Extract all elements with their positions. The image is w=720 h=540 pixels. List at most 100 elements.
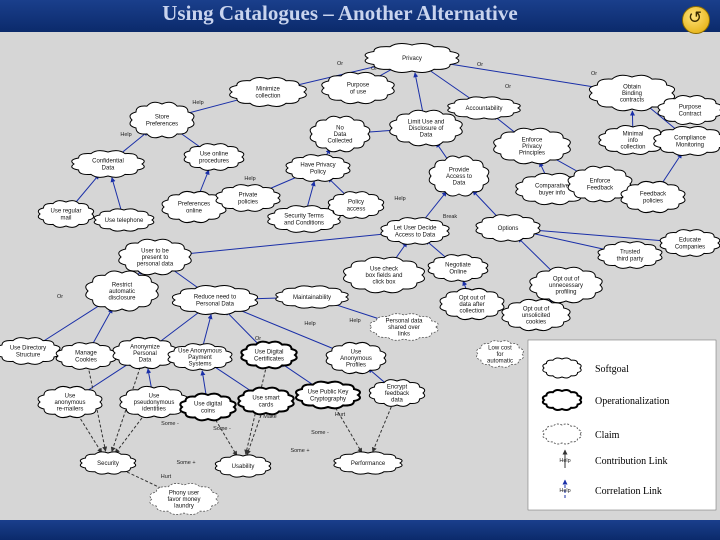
legend-label: Contribution Link (595, 456, 668, 467)
softgoal-shape (620, 180, 686, 214)
softgoal-shape (653, 126, 720, 156)
contribution-link-sample-label: Help (559, 458, 570, 464)
softgoal-symbol (542, 357, 582, 379)
softgoal-shape (309, 115, 371, 153)
softgoal-shape (267, 205, 341, 233)
edge-label: Or (337, 61, 343, 67)
edge-label: Hurt (161, 474, 172, 480)
node-label: Performance (351, 461, 386, 467)
softgoal-shape (597, 241, 663, 269)
node-label: Security (97, 461, 119, 467)
legend-item-operationalization: Operationalization (541, 388, 669, 412)
softgoal-shape (327, 191, 385, 219)
undo-arrow-icon[interactable]: ↺ (682, 6, 710, 34)
softgoal-shape (501, 298, 571, 332)
node-label: Accountability (465, 106, 502, 112)
softgoal-shape (214, 454, 272, 478)
softgoal-shape (428, 155, 490, 197)
node-performance: Performance (333, 451, 403, 475)
node-usability: Usability (214, 454, 272, 478)
softgoal-shape (659, 229, 720, 257)
edge-label: Help (192, 100, 203, 106)
softgoal-shape (93, 208, 155, 232)
node-privacy: Privacy (364, 43, 460, 73)
edge-label: Help (244, 176, 255, 182)
softgoal-shape (567, 165, 633, 203)
edge-label: Or (505, 84, 511, 90)
undo-arrow-glyph: ↺ (688, 8, 703, 28)
edge-label: Some - (311, 430, 329, 436)
node-label: Maintainability (293, 295, 331, 301)
correlation-link (207, 406, 238, 457)
edge-label: Help (120, 132, 131, 138)
softgoal-shape (389, 109, 463, 147)
edge-label: Help (394, 196, 405, 202)
node-options: Options (475, 214, 541, 242)
legend-label: Softgoal (595, 364, 629, 375)
softgoal-shape (598, 125, 668, 155)
edge-label: Some + (290, 448, 309, 454)
softgoal-shape (118, 238, 192, 276)
softgoal-shape (368, 379, 426, 407)
claim-symbol (542, 423, 582, 445)
softgoal-shape (0, 337, 61, 365)
edge-label: Break (443, 214, 458, 220)
correlation-link (246, 400, 267, 456)
softgoal-shape (215, 184, 281, 212)
softgoal-shape (119, 385, 189, 419)
